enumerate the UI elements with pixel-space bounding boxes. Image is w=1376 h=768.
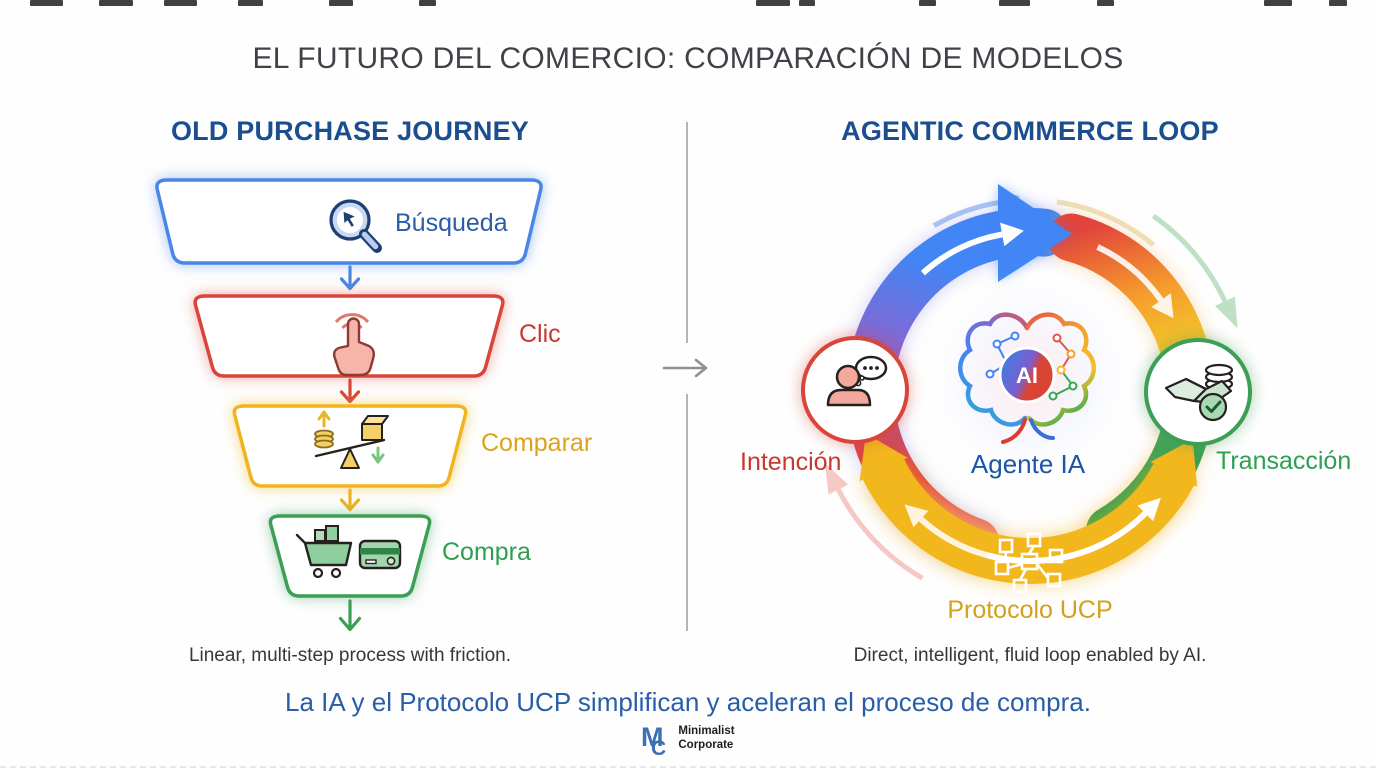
old-purchase-funnel-graphic bbox=[155, 178, 543, 632]
ring-white-arrow-top bbox=[920, 231, 1003, 276]
top-edge-artifact bbox=[919, 0, 936, 6]
logo-wordmark: Minimalist Corporate bbox=[678, 725, 734, 752]
ring-white-arrowhead-right bbox=[1151, 293, 1174, 319]
top-edge-artifact bbox=[30, 0, 63, 6]
step-label-comparar: Comparar bbox=[481, 429, 593, 457]
divider-line-bottom bbox=[686, 394, 688, 631]
svg-text:M: M bbox=[641, 722, 664, 752]
step-label-compra: Compra bbox=[442, 538, 531, 566]
outer-accent-arc-pink bbox=[836, 488, 924, 581]
top-edge-artifact bbox=[1097, 0, 1114, 6]
top-edge-artifact bbox=[799, 0, 815, 6]
logo-line-1: Minimalist bbox=[678, 725, 735, 738]
center-label-agente-ia: Agente IA bbox=[970, 449, 1086, 479]
right-panel-heading: AGENTIC COMMERCE LOOP bbox=[841, 116, 1219, 146]
magnifier-cursor-icon bbox=[329, 199, 382, 253]
top-edge-artifact bbox=[99, 0, 133, 6]
top-edge-artifact bbox=[1329, 0, 1347, 6]
node-label-intencion: Intención bbox=[740, 448, 842, 476]
funnel-arrow-red bbox=[339, 378, 361, 404]
ring-white-arrowhead-top bbox=[1000, 222, 1024, 247]
cart-card-icon bbox=[295, 525, 402, 579]
top-edge-artifact bbox=[1264, 0, 1292, 6]
footer-logo: M C Minimalist Corporate bbox=[0, 722, 1376, 756]
gold-white-arrow-left bbox=[918, 516, 1059, 564]
divider-line-top bbox=[686, 122, 688, 343]
outer-accent-arc-green bbox=[1151, 213, 1228, 303]
outer-accent-arc-tan bbox=[1056, 199, 1156, 247]
svg-text:C: C bbox=[651, 737, 666, 756]
top-edge-artifact bbox=[238, 0, 263, 6]
gold-arrowhead-left bbox=[859, 433, 908, 482]
top-edge-artifact bbox=[999, 0, 1030, 6]
bottom-edge-artifact bbox=[0, 766, 1376, 768]
top-edge-artifact bbox=[329, 0, 353, 6]
top-edge-artifact bbox=[756, 0, 790, 6]
transaction-node bbox=[1144, 338, 1252, 446]
gold-white-arrowhead-right bbox=[1137, 497, 1161, 522]
mc-monogram-icon: M C bbox=[641, 722, 666, 756]
handshake-payment-icon bbox=[1164, 363, 1234, 422]
ucp-network-icon bbox=[994, 532, 1064, 594]
funnel-arrow-green bbox=[338, 599, 362, 632]
top-edge-artifact bbox=[164, 0, 197, 6]
funnel-arrow-blue bbox=[339, 265, 361, 291]
funnel-arrow-yellow bbox=[339, 488, 361, 512]
ai-brain-icon: AI bbox=[958, 312, 1096, 444]
left-panel-caption: Linear, multi-step process with friction… bbox=[188, 645, 512, 666]
gold-arrowhead-right bbox=[1150, 439, 1198, 487]
node-label-protocolo-ucp: Protocolo UCP bbox=[947, 596, 1113, 624]
funnel-step-compra-shape bbox=[268, 514, 432, 598]
funnel-step-comparar-shape bbox=[232, 404, 468, 488]
top-edge-artifact bbox=[419, 0, 436, 6]
left-panel-heading: OLD PURCHASE JOURNEY bbox=[170, 116, 530, 146]
outer-accent-arrowhead-green bbox=[1215, 296, 1238, 329]
step-label-clic: Clic bbox=[519, 320, 561, 348]
agentic-commerce-loop-graphic: AI bbox=[801, 184, 1252, 594]
ring-white-arrow-right bbox=[1096, 244, 1164, 302]
page-title: EL FUTURO DEL COMERCIO: COMPARACIÓN DE M… bbox=[252, 42, 1124, 75]
right-arrow-icon bbox=[662, 358, 708, 378]
step-label-busqueda: Búsqueda bbox=[395, 209, 508, 237]
intent-node bbox=[801, 336, 909, 444]
loop-blue-arrowhead bbox=[998, 184, 1072, 282]
bottom-tagline: La IA y el Protocolo UCP simplifican y a… bbox=[285, 687, 1091, 717]
node-label-transaccion: Transacción bbox=[1216, 447, 1352, 475]
ai-badge: AI bbox=[1016, 363, 1038, 388]
user-intent-icon bbox=[826, 355, 888, 407]
balance-compare-icon bbox=[314, 410, 389, 469]
outer-accent-arrowhead-pink bbox=[824, 462, 849, 495]
right-panel-caption: Direct, intelligent, fluid loop enabled … bbox=[853, 645, 1207, 666]
logo-line-2: Corporate bbox=[678, 739, 734, 751]
tap-click-icon bbox=[332, 313, 375, 377]
gold-white-arrowhead-left bbox=[904, 504, 929, 528]
